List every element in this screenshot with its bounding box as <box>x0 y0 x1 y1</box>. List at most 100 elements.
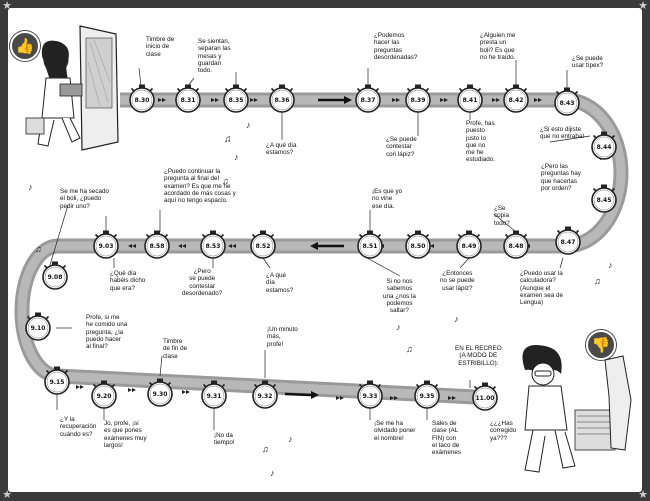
music-note-icon: ♪ <box>28 182 33 192</box>
note-timbre-inicio: Timbre de inicio de clase <box>146 36 175 58</box>
note-entonces-lapiz: ¿Entonces no se puede usar lápiz? <box>440 270 475 292</box>
time-label: 8.45 <box>597 197 612 204</box>
stopwatch-t930: 9.30 <box>147 378 173 407</box>
note-sales-clase: Sales de clase (AL FIN) con el taco de e… <box>432 420 462 457</box>
note-se-copia: ¿Se copia todo? <box>494 205 510 227</box>
time-label: 8.31 <box>181 97 196 104</box>
stopwatch-t847: 8.47 <box>555 226 581 255</box>
music-note-icon: ♫ <box>222 176 229 186</box>
note-se-puede-lapiz: ¿Se puede contestar con lápiz? <box>386 136 417 158</box>
time-label: 8.42 <box>509 97 524 104</box>
stopwatch-t831: 8.31 <box>175 84 201 113</box>
note-alguien-boli: ¿Alguien me presta un boli? Es que no he… <box>480 32 516 61</box>
stopwatch-t839: 8.39 <box>405 84 431 113</box>
time-label: 8.44 <box>597 144 612 151</box>
stopwatch-t853: 8.53 <box>200 230 226 259</box>
note-calculadora: ¿Puedo usar la calculadora? (Aunque el e… <box>520 270 564 307</box>
time-label: 8.49 <box>462 243 477 250</box>
time-label: 9.31 <box>207 393 222 400</box>
stopwatch-t910: 9.10 <box>25 312 51 341</box>
time-label: 9.33 <box>363 393 378 400</box>
note-pero-desordenado: ¿Pero se puede contestar desordenado? <box>182 268 223 297</box>
thumbs-up-icon: 👍 <box>10 31 40 61</box>
time-label: 9.30 <box>153 391 168 398</box>
music-note-icon: ♪ <box>246 120 251 130</box>
stopwatch-t850: 8.50 <box>405 230 431 259</box>
note-usar-tipex: ¿Se puede usar típex? <box>572 55 604 70</box>
stopwatch-t851: 8.51 <box>357 230 383 259</box>
time-label: 8.43 <box>560 100 575 107</box>
music-note-icon: ♫ <box>35 244 42 254</box>
teacher-entering-illustration <box>25 25 119 151</box>
stopwatch-t933: 9.33 <box>357 380 383 409</box>
time-label: 8.37 <box>361 97 376 104</box>
note-secado-boli: Se me ha secado el boli, ¿puedo pedir un… <box>60 188 110 210</box>
music-note-icon: ♪ <box>396 322 401 332</box>
music-note-icon: ♫ <box>406 344 413 354</box>
recreo-heading: EN EL RECREO (A MODO DE ESTRIBILLO): <box>455 345 502 367</box>
stopwatch-t835: 8.35 <box>223 84 249 113</box>
time-label: 8.48 <box>509 243 524 250</box>
note-a-que-dia-1: ¿A qué día estamos? <box>266 142 297 157</box>
stopwatch-t920: 9.20 <box>91 380 117 409</box>
music-note-icon: ♫ <box>262 444 269 454</box>
note-no-da-tiempo: ¡No da tiempo! <box>214 432 235 447</box>
note-olvidado-nombre: ¡Se me ha olvidado poner el nombre! <box>374 420 416 442</box>
direction-arrow-icon <box>284 391 319 399</box>
stopwatch-t837: 8.37 <box>355 84 381 113</box>
note-puedo-continuar: ¿Puedo continuar la pregunta al final de… <box>164 168 236 205</box>
direction-arrow-icon <box>310 242 344 250</box>
note-si-no-sabemos: Si no nos sabemos una ¿nos la podemos sa… <box>383 278 416 315</box>
time-label: 8.47 <box>561 239 576 246</box>
corner-star-icon: ★ <box>2 489 12 501</box>
note-has-corregido: ¿¿¿Has corregido ya??? <box>490 420 517 442</box>
music-note-icon: ♪ <box>454 314 459 324</box>
music-note-icon: ♪ <box>608 260 613 270</box>
note-recuperacion: ¿Y la recuperación cuándo es? <box>60 416 97 438</box>
note-que-habeis: ¿Qué día habéis dicho que era? <box>110 270 146 292</box>
time-label: 9.08 <box>48 274 63 281</box>
stopwatch-t845: 8.45 <box>591 184 617 213</box>
stopwatch-t843: 8.43 <box>554 87 580 116</box>
corner-star-icon: ★ <box>2 0 12 12</box>
stopwatch-t841: 8.41 <box>457 84 483 113</box>
stopwatch-t836: 8.36 <box>269 84 295 113</box>
stopwatch-t852: 8.52 <box>250 230 276 259</box>
note-un-minuto: ¡Un minuto más, profe! <box>267 326 298 348</box>
stopwatch-t908: 9.08 <box>42 261 68 290</box>
stopwatch-t915: 9.15 <box>44 366 70 395</box>
time-label: 8.36 <box>275 97 290 104</box>
time-label: 9.32 <box>258 393 273 400</box>
note-a-que-dia-2: ¿A qué día estamos? <box>266 272 294 294</box>
note-yo-no-vine: ¡Es que yo no vine ese día. <box>372 188 403 210</box>
stopwatch-t858: 8.58 <box>144 230 170 259</box>
time-label: 8.51 <box>363 243 378 250</box>
time-label: 9.10 <box>31 325 46 332</box>
music-note-icon: ♫ <box>594 276 601 286</box>
stopwatch-t848: 8.48 <box>503 230 529 259</box>
stopwatch-t931: 9.31 <box>201 380 227 409</box>
stopwatch-t932: 9.32 <box>252 380 278 409</box>
time-label: 8.50 <box>411 243 426 250</box>
teacher-correcting-illustration <box>522 345 632 473</box>
time-label: 8.53 <box>206 243 221 250</box>
music-note-icon: ♫ <box>224 134 232 145</box>
time-label: 8.52 <box>256 243 271 250</box>
time-label: 9.35 <box>420 393 435 400</box>
note-pero-orden: ¿Pero las preguntas hay que hacerlas por… <box>541 163 581 192</box>
time-label: 9.20 <box>97 393 112 400</box>
note-podemos-hacer: ¿Podemos hacer las preguntas desordenada… <box>374 32 418 61</box>
direction-arrow-icon <box>318 96 352 104</box>
music-note-icon: ♪ <box>234 152 239 162</box>
time-label: 8.35 <box>229 97 244 104</box>
music-notes: ♫ ♪ ♪ ♪ ♫ ♫ ♫ ♪ ♪ ♫ ♪ ♫ ♪ ♪ <box>28 120 613 478</box>
stopwatch-t903: 9.03 <box>93 230 119 259</box>
music-note-icon: ♪ <box>270 468 275 478</box>
stopwatch-t1100: 11.00 <box>472 382 498 411</box>
thumbs-down-icon: 👎 <box>586 330 616 360</box>
stopwatch-t844: 8.44 <box>591 131 617 160</box>
corner-star-icon: ★ <box>638 0 648 12</box>
stopwatch-t849: 8.49 <box>456 230 482 259</box>
